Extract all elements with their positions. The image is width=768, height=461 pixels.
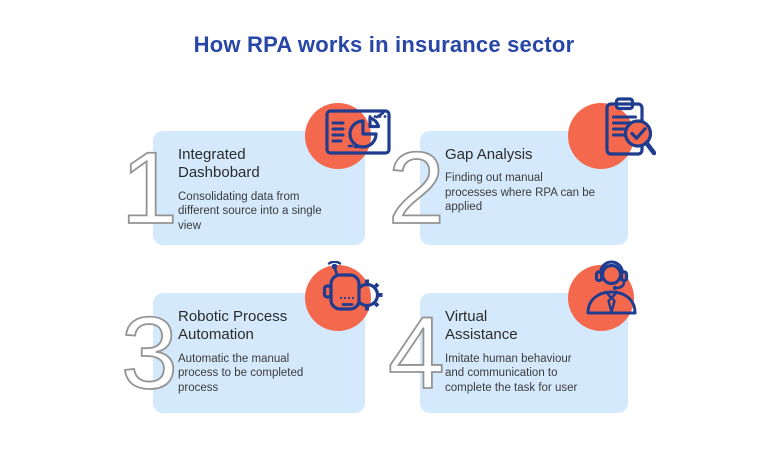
dashboard-pie-browser-icon: [325, 109, 391, 155]
step-card-virtual-assistance: 4 Virtual Assistance Imitate human behav…: [387, 260, 637, 413]
page-title: How RPA works in insurance sector: [193, 32, 575, 57]
step-description-3: Automatic the manual process to be compl…: [178, 352, 304, 394]
step-card-robotic-process-automation: 3 Robotic Process Automation Au: [120, 261, 383, 413]
step-card-gap-analysis: 2 Gap Analysis Finding out manual proces…: [387, 97, 656, 245]
step-number-1: 1: [120, 131, 179, 245]
clipboard-check-magnifier-icon: [605, 97, 656, 156]
step-content-4: Virtual Assistance Imitate human behavio…: [420, 293, 628, 395]
step-description-1: Consolidating data from different source…: [178, 190, 322, 232]
robot-gear-icon: [322, 261, 383, 311]
headset-support-agent-icon: [586, 260, 637, 315]
step-card-integrated-dashboard: 1 Integrated Dashbobard Consolidating da…: [120, 103, 391, 245]
step-number-4: 4: [387, 296, 446, 410]
step-content-1: Integrated Dashbobard Consolidating data…: [153, 131, 365, 233]
step-title-2: Gap Analysis: [445, 146, 533, 163]
step-description-2: Finding out manual processes where RPA c…: [445, 172, 596, 214]
step-title-4: Virtual Assistance: [445, 308, 518, 344]
steps-grid: 1 Integrated Dashbobard Consolidating da…: [120, 97, 656, 413]
step-title-3: Robotic Process Automation: [178, 308, 288, 344]
step-content-3: Robotic Process Automation Automatic the…: [153, 293, 365, 395]
step-title-1: Integrated Dashbobard: [178, 146, 260, 182]
step-content-2: Gap Analysis Finding out manual processe…: [420, 131, 628, 215]
step-description-4: Imitate human behaviour and communicatio…: [445, 352, 578, 394]
step-number-2: 2: [387, 131, 446, 245]
step-number-3: 3: [120, 296, 179, 410]
